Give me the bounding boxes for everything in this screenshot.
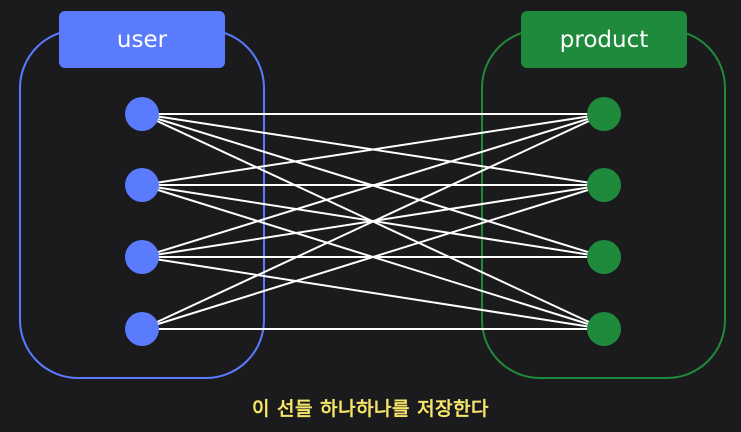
user-nodes: [125, 97, 159, 346]
connection-line-user3-product1: [141, 113, 605, 258]
product-node-2: [587, 168, 621, 202]
user-node-1: [125, 97, 159, 131]
product-group-label: product: [521, 11, 687, 68]
product-nodes: [587, 97, 621, 346]
user-node-3: [125, 240, 159, 274]
connection-lines: [141, 113, 605, 330]
user-group-label: user: [59, 11, 225, 68]
connection-line-user3-product4: [141, 256, 605, 330]
connection-line-user4-product2: [141, 184, 605, 330]
product-node-1: [587, 97, 621, 131]
product-node-4: [587, 312, 621, 346]
connection-line-user2-product1: [141, 113, 605, 186]
connection-line-user4-product1: [141, 113, 605, 330]
user-group-label-text: user: [116, 26, 168, 53]
user-node-2: [125, 168, 159, 202]
caption-subtitle: 이 선들 하나하나를 저장한다: [251, 398, 490, 420]
product-group-label-text: product: [559, 26, 649, 53]
product-node-3: [587, 240, 621, 274]
user-node-4: [125, 312, 159, 346]
